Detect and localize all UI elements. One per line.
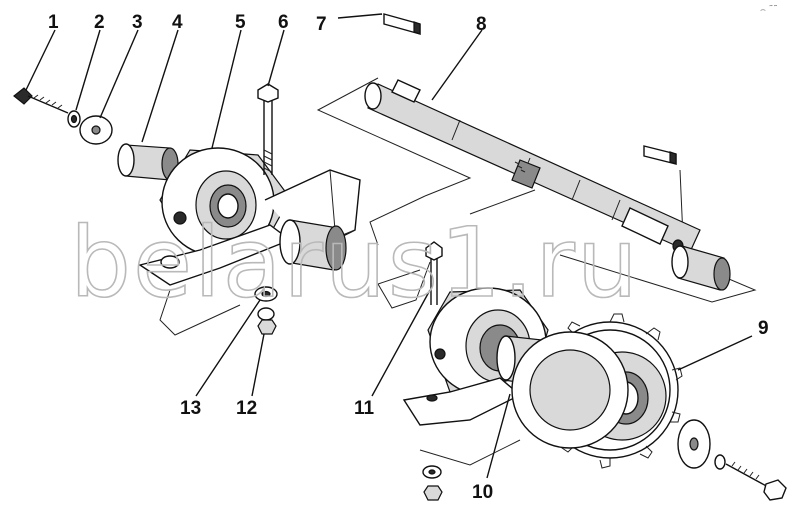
washer-3 bbox=[79, 115, 113, 145]
watermark: belarus1.ru bbox=[70, 207, 640, 319]
nut-12 bbox=[257, 307, 277, 335]
callout-10: 10 bbox=[472, 482, 493, 503]
callout-2: 2 bbox=[94, 12, 105, 33]
washer-2 bbox=[67, 110, 81, 128]
washer-13 bbox=[254, 286, 278, 302]
callout-13: 13 bbox=[180, 398, 201, 419]
callout-1: 1 bbox=[48, 12, 59, 33]
corner-mark: ⌢ ˜˜ bbox=[760, 5, 778, 15]
nut-washer-lower bbox=[422, 465, 443, 501]
callout-4: 4 bbox=[172, 12, 183, 33]
bolt-11 bbox=[425, 241, 443, 305]
callout-9: 9 bbox=[758, 318, 769, 339]
shaft-8 bbox=[364, 79, 701, 253]
bolt-right bbox=[725, 461, 787, 501]
key-right bbox=[643, 145, 677, 165]
bolt-1 bbox=[13, 87, 69, 114]
washer-right bbox=[677, 419, 726, 470]
callout-7: 7 bbox=[316, 14, 327, 35]
bearing-housing-5 bbox=[138, 147, 292, 286]
callout-3: 3 bbox=[132, 12, 143, 33]
callout-11: 11 bbox=[354, 398, 375, 419]
callout-6: 6 bbox=[278, 12, 289, 33]
bushing-right bbox=[671, 245, 731, 291]
bushing-left-inner bbox=[279, 219, 347, 271]
callout-8: 8 bbox=[476, 14, 487, 35]
leader-lines bbox=[25, 13, 753, 479]
callout-labels: 1 2 3 4 5 6 7 8 9 10 11 12 13 bbox=[48, 12, 769, 503]
callout-12: 12 bbox=[236, 398, 257, 419]
sprocket-9 bbox=[511, 313, 683, 469]
callout-5: 5 bbox=[235, 12, 246, 33]
key-7 bbox=[383, 13, 421, 35]
